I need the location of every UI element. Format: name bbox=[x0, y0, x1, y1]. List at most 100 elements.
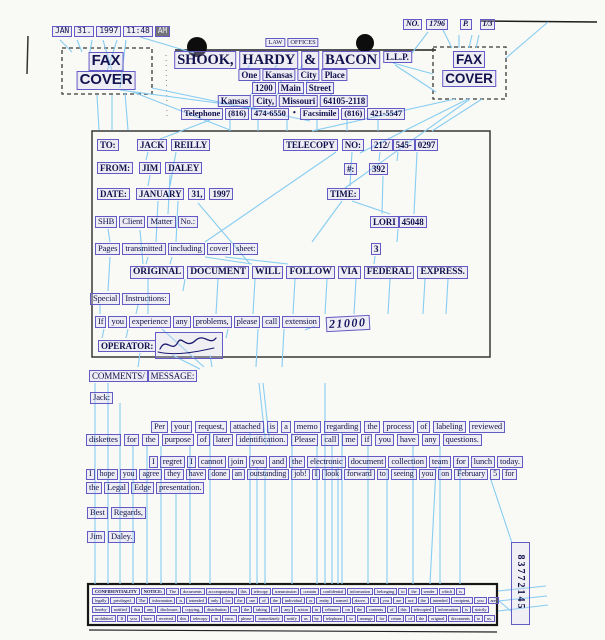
ocr-word-box: or bbox=[230, 606, 240, 614]
ocr-connector-line bbox=[252, 278, 256, 315]
form-from-label: FROM: bbox=[97, 162, 133, 175]
ocr-word-box: diskettes bbox=[86, 434, 121, 446]
ocr-word-box: FAX bbox=[453, 51, 485, 69]
bates-number-text: 83772145 bbox=[515, 554, 526, 611]
ocr-word-box: for bbox=[502, 469, 518, 480]
ocr-word-box: problems, bbox=[192, 316, 232, 328]
ocr-word-box: error, bbox=[221, 615, 237, 623]
ocr-word-box: 64105-2118 bbox=[320, 95, 369, 108]
ocr-connector-line bbox=[101, 328, 105, 339]
ocr-connector-line bbox=[204, 256, 253, 265]
ocr-word-box: information bbox=[149, 597, 176, 605]
ocr-word-box: use bbox=[246, 597, 259, 605]
ocr-word-box: & bbox=[301, 51, 320, 70]
ocr-word-box: is bbox=[176, 597, 186, 605]
ocr-word-box: identification. bbox=[236, 434, 289, 446]
ocr-word-box: NO. bbox=[403, 19, 423, 30]
ocr-word-box: SHB bbox=[95, 216, 118, 228]
ocr-connector-line bbox=[396, 228, 399, 243]
ocr-word-box: you bbox=[127, 615, 140, 623]
ocr-word-box: presentation. bbox=[156, 482, 205, 494]
form-telecopy-value: 212/545-0297 bbox=[371, 139, 439, 152]
ocr-connector-line bbox=[429, 467, 437, 585]
ocr-connector-line bbox=[167, 174, 171, 215]
ocr-connector-line bbox=[125, 328, 129, 339]
ocr-word-box: the bbox=[240, 606, 253, 614]
ocr-word-box: City, bbox=[253, 95, 277, 108]
ocr-word-box: the bbox=[408, 588, 420, 596]
ocr-word-box: any bbox=[281, 606, 294, 614]
ocr-word-box: or bbox=[305, 597, 316, 605]
ocr-word-box: to bbox=[346, 615, 356, 623]
ocr-word-box: join bbox=[227, 456, 247, 468]
ocr-connector-line bbox=[106, 39, 118, 72]
ocr-word-box: cannot bbox=[197, 456, 226, 468]
ocr-word-box: contents bbox=[365, 606, 386, 614]
ocr-connector-line bbox=[262, 382, 271, 447]
ocr-word-box: confidential bbox=[319, 588, 347, 596]
ocr-word-box: later bbox=[212, 434, 234, 446]
ocr-word-box: prohibited. bbox=[92, 615, 117, 623]
ocr-word-box: EXPRESS. bbox=[417, 266, 468, 279]
ocr-word-box: Kansas bbox=[262, 69, 296, 82]
ocr-word-box: you bbox=[418, 469, 437, 480]
ocr-connector-line bbox=[119, 89, 256, 109]
ocr-connector-line bbox=[255, 328, 259, 368]
ocr-connector-line bbox=[349, 151, 353, 187]
ocr-word-box: collection bbox=[388, 456, 427, 468]
ocr-word-box: Regards, bbox=[110, 507, 146, 519]
scan-rule bbox=[479, 20, 598, 23]
ocr-word-box: belonging bbox=[374, 588, 398, 596]
ocr-connector-line bbox=[169, 151, 177, 187]
ocr-connector-line bbox=[353, 278, 357, 315]
ocr-word-box: for bbox=[452, 456, 469, 468]
ocr-word-box: to bbox=[398, 588, 408, 596]
ocr-word-box: information bbox=[434, 606, 462, 614]
ocr-word-box: of bbox=[270, 606, 281, 614]
ocr-word-box: LORI bbox=[370, 216, 399, 229]
ocr-connector-line bbox=[387, 278, 391, 315]
ocr-word-box: February bbox=[454, 469, 489, 480]
ocr-connector-line bbox=[373, 255, 376, 265]
form-operator-label: OPERATOR: bbox=[98, 340, 157, 353]
ocr-word-box: an bbox=[231, 469, 245, 480]
ocr-connector-line bbox=[381, 175, 384, 215]
ocr-word-box: Best bbox=[87, 507, 108, 519]
ocr-word-box: have bbox=[140, 615, 155, 623]
ocr-word-box: this bbox=[177, 615, 190, 623]
ocr-word-box: to bbox=[473, 615, 483, 623]
ocr-word-box: and bbox=[269, 456, 288, 468]
ocr-word-box: please bbox=[237, 615, 255, 623]
ocr-word-box: including bbox=[167, 243, 205, 255]
ocr-connector-line bbox=[175, 200, 179, 243]
ocr-word-box: request, bbox=[195, 421, 228, 433]
ocr-word-box: this bbox=[397, 606, 410, 614]
ocr-word-box: are bbox=[392, 597, 405, 605]
ocr-word-box: you bbox=[108, 316, 127, 328]
ocr-word-box: transmitted bbox=[122, 243, 166, 255]
ocr-word-box: OFFICES bbox=[287, 38, 319, 48]
ocr-word-box: on bbox=[438, 469, 453, 480]
ocr-connector-line bbox=[204, 151, 337, 243]
ocr-connector-line bbox=[396, 151, 399, 162]
ocr-word-box: telephone bbox=[322, 615, 346, 623]
ocr-word-box: 212/ bbox=[371, 139, 393, 152]
ocr-connector-line bbox=[59, 39, 73, 53]
bates-number-vertical: 83772145 bbox=[511, 542, 530, 625]
ocr-word-box: today. bbox=[497, 456, 523, 468]
ocr-connector-line bbox=[324, 278, 328, 315]
ocr-word-box: NO: bbox=[341, 139, 364, 152]
ocr-word-box: I bbox=[311, 469, 321, 480]
ocr-word-box: intended bbox=[429, 597, 451, 605]
ocr-word-box: If bbox=[117, 615, 127, 623]
ocr-connector-line bbox=[76, 39, 83, 53]
ocr-word-box: a bbox=[281, 421, 291, 433]
ocr-word-box: 1200 bbox=[252, 82, 276, 95]
scan-rule bbox=[26, 35, 29, 75]
ocr-word-box: team bbox=[428, 456, 451, 468]
